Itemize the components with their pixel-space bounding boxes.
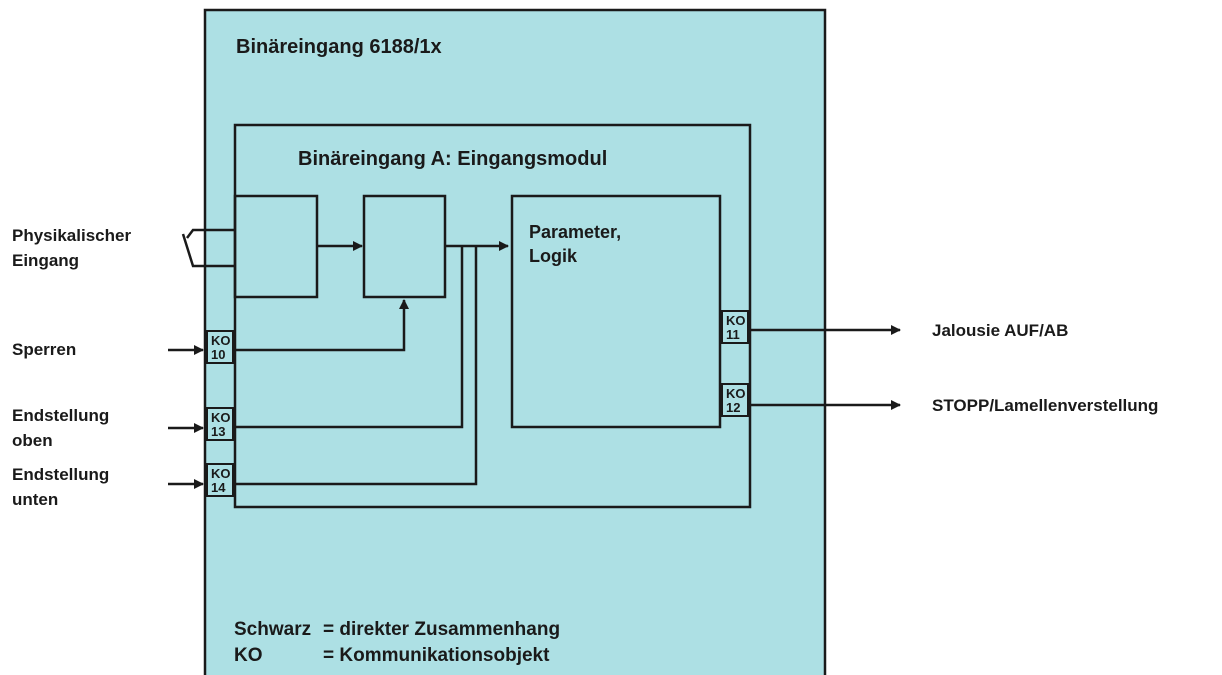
ko-11-number: 11: [726, 327, 740, 342]
module-title: Binäreingang A: Eingangsmodul: [298, 148, 608, 170]
device-title: Binäreingang 6188/1x: [236, 36, 442, 58]
legend-row2-key: KO: [234, 645, 263, 666]
ko-11-box: KO 11: [721, 310, 749, 344]
ko-13-number: 13: [211, 424, 226, 439]
legend-row1-eq: = direkter Zusammenhang: [323, 619, 561, 640]
input-label-oben-1: Endstellung: [12, 406, 110, 425]
ko-12-label: KO: [726, 386, 746, 401]
output-label-jalousie: Jalousie AUF/AB: [932, 321, 1069, 340]
connector-ko10: [236, 299, 409, 352]
ko-10-box: KO 10: [206, 330, 234, 364]
input-label-unten-1: Endstellung: [12, 465, 110, 484]
legend-row1-key: Schwarz: [234, 619, 312, 640]
input-label-unten-2: unten: [12, 490, 59, 509]
connector-ko13: [236, 246, 464, 429]
ko-13-label: KO: [211, 410, 231, 425]
ko-13-box: KO 13: [206, 407, 234, 441]
ko-11-label: KO: [726, 313, 746, 328]
logic-block: [510, 194, 722, 429]
legend-row2-eq: = Kommunikationsobjekt: [323, 645, 550, 666]
input-label-physical-1: Physikalischer: [12, 226, 132, 245]
ko-14-box: KO 14: [206, 463, 234, 497]
switch-contact-icon: [181, 228, 235, 268]
ko-14-label: KO: [211, 466, 231, 481]
logic-block-label-1: Parameter,: [529, 222, 622, 242]
logic-block-label-2: Logik: [529, 246, 577, 266]
ko-12-box: KO 12: [721, 383, 749, 417]
connector-ko14: [236, 246, 478, 486]
ko-12-number: 12: [726, 400, 741, 415]
input-label-sperren: Sperren: [12, 340, 77, 359]
ko-10-label: KO: [211, 333, 231, 348]
ko-10-number: 10: [211, 347, 226, 362]
ko-14-number: 14: [211, 480, 226, 495]
module-frame: [233, 123, 752, 509]
input-label-oben-2: oben: [12, 431, 53, 450]
output-label-stopp: STOPP/Lamellenverstellung: [932, 396, 1159, 415]
input-label-physical-2: Eingang: [12, 251, 80, 270]
